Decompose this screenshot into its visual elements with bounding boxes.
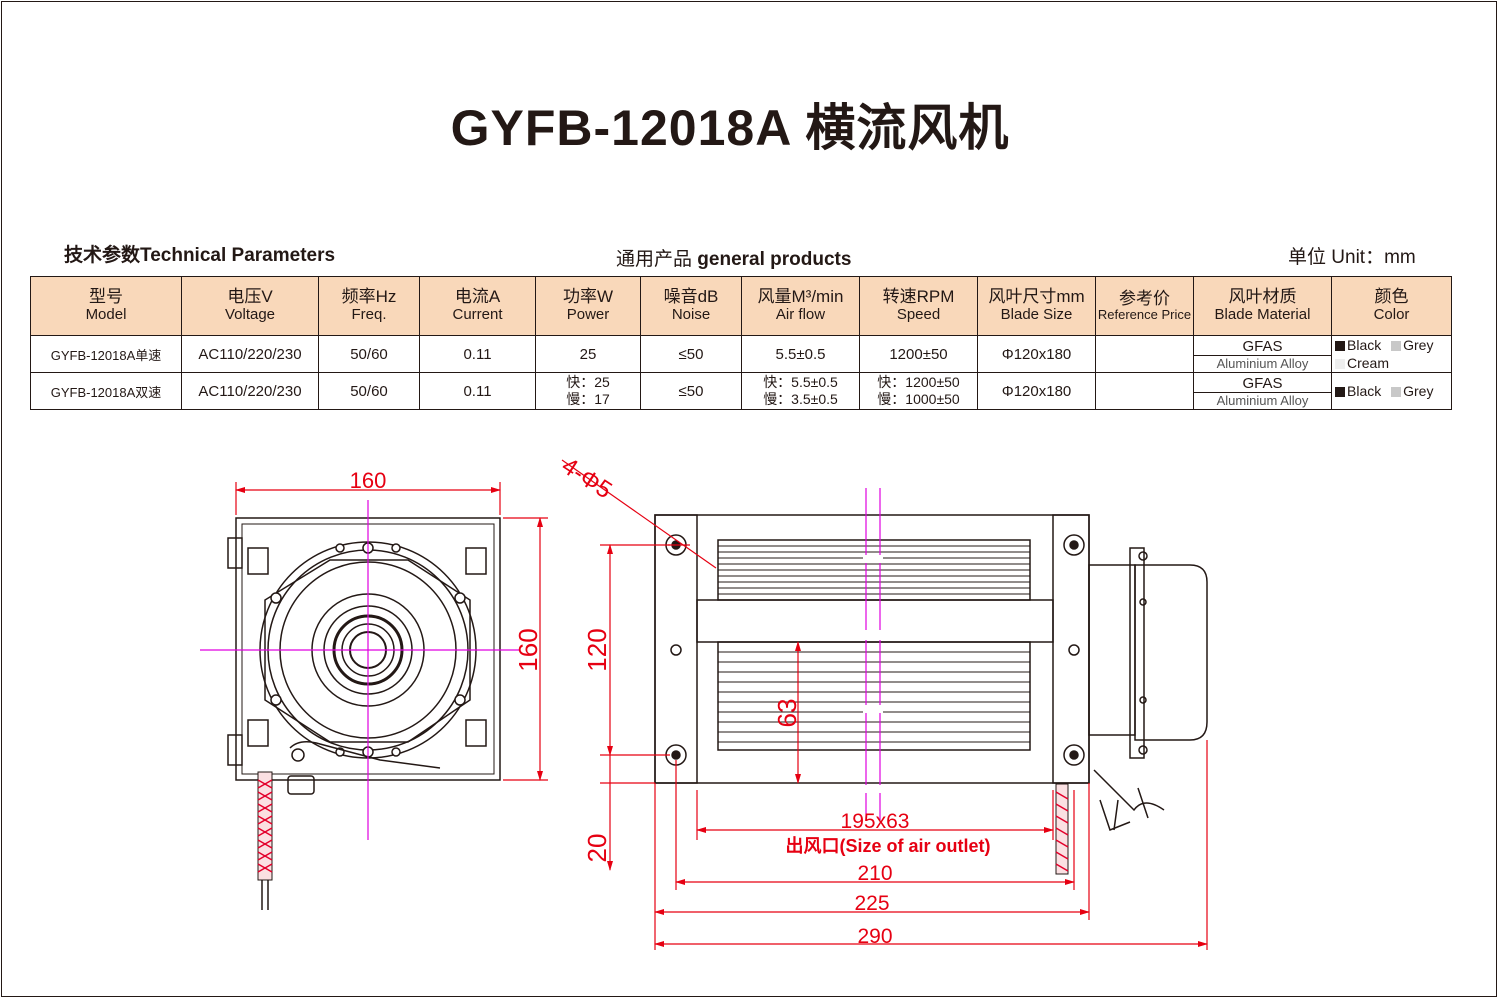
dim-hole-spec: 4-Φ5 bbox=[557, 452, 617, 504]
color-black: Black bbox=[1335, 383, 1381, 399]
color-black: Black bbox=[1335, 337, 1381, 353]
mount-tab-bl bbox=[247, 719, 269, 747]
dim-outlet-height: 63 bbox=[772, 699, 802, 728]
page-title: GYFB-12018A 横流风机 bbox=[450, 100, 1010, 156]
color-grey: Grey bbox=[1391, 337, 1433, 353]
dim-hole-pitch: 120 bbox=[582, 628, 612, 671]
general-en: general products bbox=[697, 249, 852, 270]
dim-width-left: 160 bbox=[350, 468, 387, 493]
cell-color: Black Grey Cream bbox=[1331, 335, 1452, 373]
tech-params-en: Technical Parameters bbox=[140, 245, 336, 266]
end-view bbox=[227, 517, 501, 795]
dim-height-left: 160 bbox=[513, 628, 543, 671]
front-dimensions bbox=[561, 459, 1208, 950]
unit-label: 单位 Unit：mm bbox=[1288, 242, 1416, 269]
cell-power: 25 bbox=[535, 335, 641, 373]
break-lines bbox=[865, 488, 881, 820]
dim-290: 290 bbox=[857, 925, 892, 948]
general-products-label: 通用产品 general products bbox=[616, 244, 851, 271]
cell-speed: 1200±50 bbox=[859, 335, 978, 373]
unit-cn: 单位 bbox=[1288, 247, 1327, 268]
blade-lower bbox=[717, 641, 1031, 751]
cell-current: 0.11 bbox=[419, 335, 536, 373]
cell-model: GYFB-12018A双速 bbox=[30, 372, 182, 410]
mount-tab-br bbox=[465, 719, 487, 747]
wire-harness bbox=[289, 741, 441, 769]
cell-freq: 50/60 bbox=[318, 335, 420, 373]
cell-freq: 50/60 bbox=[318, 372, 420, 410]
motor-flange-side bbox=[1129, 547, 1145, 759]
table-row: GYFB-12018A单速 AC110/220/230 50/60 0.11 2… bbox=[30, 335, 1452, 373]
right-wire-harness bbox=[1093, 769, 1165, 812]
cell-airflow: 5.5±0.5 bbox=[741, 335, 860, 373]
cell-noise: ≤50 bbox=[640, 335, 742, 373]
cell-blade-size: Φ120x180 bbox=[977, 372, 1096, 410]
unit-en: Unit：mm bbox=[1331, 247, 1416, 268]
outlet-caption: 出风口(Size of air outlet) bbox=[785, 835, 990, 856]
bracket-bottom-left bbox=[227, 734, 243, 766]
mount-tab-tl bbox=[247, 547, 269, 575]
blade-lower-lines bbox=[718, 651, 1030, 743]
tech-params-label: 技术参数Technical Parameters bbox=[64, 240, 335, 267]
front-view bbox=[654, 514, 1208, 831]
left-centerlines bbox=[200, 500, 520, 840]
dim-210: 210 bbox=[857, 862, 892, 885]
break-gaps bbox=[863, 555, 883, 793]
dim-outlet-size: 195x63 bbox=[841, 810, 910, 833]
left-dimensions bbox=[235, 482, 548, 781]
mount-holes bbox=[665, 534, 1085, 766]
dim-bottom-offset: 20 bbox=[582, 834, 612, 863]
left-wire bbox=[257, 771, 273, 910]
cell-voltage: AC110/220/230 bbox=[181, 335, 319, 373]
cell-color: Black Grey bbox=[1331, 372, 1452, 410]
cell-model: GYFB-12018A单速 bbox=[30, 335, 182, 373]
motor-cap bbox=[1134, 564, 1208, 741]
general-cn: 通用产品 bbox=[616, 249, 693, 270]
cell-current: 0.11 bbox=[419, 372, 536, 410]
dim-225: 225 bbox=[854, 892, 889, 915]
mount-tab-tr bbox=[465, 547, 487, 575]
right-wire-clips bbox=[1099, 787, 1149, 831]
color-grey: Grey bbox=[1391, 383, 1433, 399]
bracket-top-left bbox=[227, 537, 243, 569]
motor-body bbox=[1088, 564, 1136, 736]
right-wire bbox=[1055, 783, 1069, 875]
grommet bbox=[291, 748, 305, 762]
color-cream: Cream bbox=[1335, 355, 1389, 371]
blade-upper-lines bbox=[718, 545, 1030, 595]
cell-voltage: AC110/220/230 bbox=[181, 372, 319, 410]
cell-price bbox=[1095, 372, 1194, 410]
table-row: GYFB-12018A双速 AC110/220/230 50/60 0.11 快… bbox=[30, 372, 1452, 410]
wire-clip bbox=[287, 775, 315, 795]
tech-params-cn: 技术参数 bbox=[64, 245, 141, 266]
